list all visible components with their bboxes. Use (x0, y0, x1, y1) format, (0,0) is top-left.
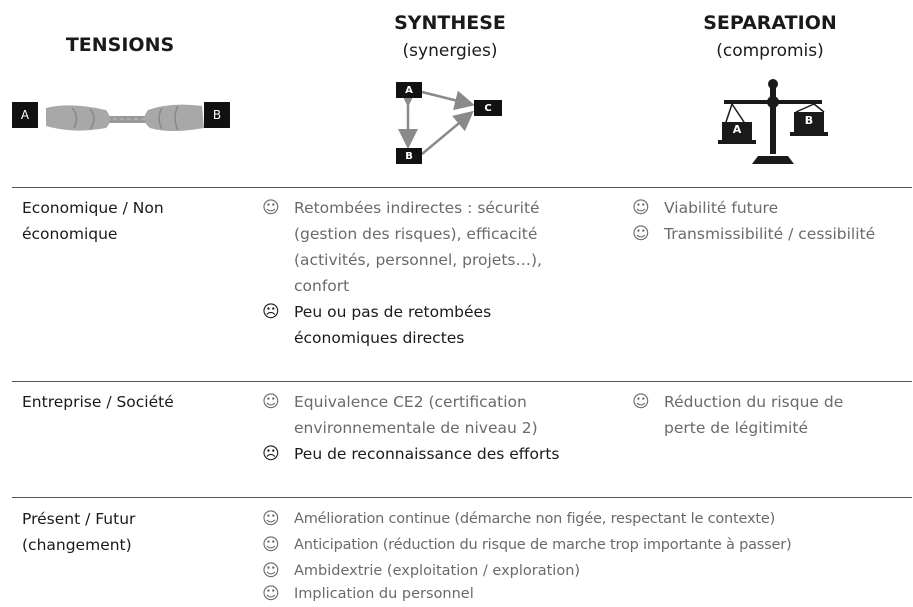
tug-of-war-illustration: A B (10, 96, 232, 140)
synthese-item: ☺ Retombées indirectes : sécurité (gesti… (262, 195, 562, 299)
separation-item: ☺ Réduction du risque de perte de légiti… (632, 389, 872, 441)
header-separation: SEPARATION (703, 12, 837, 34)
row-divider-2 (12, 381, 912, 382)
smiley-sad-icon: ☹ (262, 444, 280, 464)
smiley-happy-icon: ☺ (262, 509, 280, 529)
synthese-item-text: Amélioration continue (démarche non figé… (294, 511, 776, 527)
synergy-arrows-icon (398, 87, 475, 155)
synthese-item-text: Anticipation (réduction du risque de mar… (294, 537, 792, 553)
synthese-item: ☹ Peu de reconnaissance des efforts (262, 441, 622, 467)
synthese-item-text: Equivalence CE2 (certification environne… (294, 393, 538, 437)
synthese-item-text: Ambidextrie (exploitation / exploration) (294, 563, 581, 579)
smiley-sad-icon: ☹ (262, 302, 280, 322)
separation-item: ☺ Viabilité future (632, 195, 912, 221)
synthese-item-text: Peu de reconnaissance des efforts (294, 445, 560, 463)
balance-scale-icon (718, 79, 828, 164)
smiley-happy-icon: ☺ (632, 392, 650, 412)
separation-item: ☺ Transmissibilité / cessibilité (632, 221, 912, 247)
synergy-box-a: A (396, 82, 422, 98)
smiley-happy-icon: ☺ (262, 198, 280, 218)
tug-box-a: A (12, 102, 38, 128)
scale-label-b: B (804, 114, 814, 127)
scale-label-a: A (732, 123, 742, 136)
header-separation-sub: (compromis) (716, 41, 824, 61)
separation-item-text: Viabilité future (664, 199, 779, 217)
smiley-happy-icon: ☺ (262, 561, 280, 581)
synthese-item: ☺ Amélioration continue (démarche non fi… (262, 506, 912, 532)
synthese-item: ☺ Equivalence CE2 (certification environ… (262, 389, 562, 441)
header-synthese: SYNTHESE (394, 12, 506, 34)
row-divider-3 (12, 497, 912, 498)
smiley-happy-icon: ☺ (262, 535, 280, 555)
smiley-happy-icon: ☺ (262, 584, 280, 604)
smiley-happy-icon: ☺ (632, 224, 650, 244)
rope-hands-icon (46, 104, 204, 131)
separation-item-text: Transmissibilité / cessibilité (664, 225, 876, 243)
synthese-item-text: Retombées indirectes : sécurité (gestion… (294, 199, 542, 295)
header-tensions: TENSIONS (65, 34, 175, 56)
smiley-happy-icon: ☺ (262, 392, 280, 412)
synergy-diagram: A B C (390, 78, 510, 170)
synthese-item: ☺ Anticipation (réduction du risque de m… (262, 532, 912, 558)
synthese-item: ☺ Implication du personnel (262, 581, 912, 607)
smiley-happy-icon: ☺ (632, 198, 650, 218)
synthese-item: ☹ Peu ou pas de retombées économiques di… (262, 299, 562, 351)
synergy-box-c: C (474, 100, 502, 116)
tension-economique: Economique / Non économique (22, 199, 164, 243)
tension-entreprise: Entreprise / Société (22, 393, 174, 411)
synthese-item-text: Peu ou pas de retombées économiques dire… (294, 303, 492, 347)
tug-box-b: B (204, 102, 230, 128)
header-synthese-sub: (synergies) (402, 41, 498, 61)
synergy-box-b: B (396, 148, 422, 164)
synthese-item-text: Implication du personnel (294, 586, 474, 602)
synthese-item: ☺ Ambidextrie (exploitation / exploratio… (262, 558, 912, 584)
row-divider-1 (12, 187, 912, 188)
balance-scale-illustration: A B (716, 76, 830, 168)
tension-present-futur: Présent / Futur (changement) (22, 510, 136, 554)
separation-item-text: Réduction du risque de perte de légitimi… (664, 393, 844, 437)
